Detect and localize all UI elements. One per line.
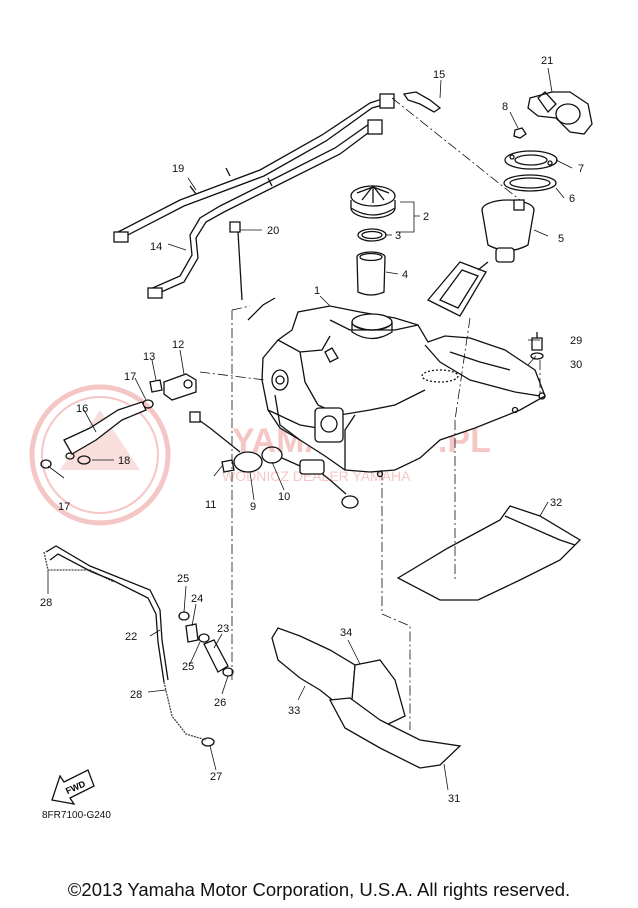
callout-12: 12: [172, 339, 184, 351]
callout-23: 23: [217, 623, 229, 635]
drain-hose-22: [45, 545, 169, 683]
callout-33: 33: [288, 705, 300, 717]
filler-cup: [356, 251, 386, 296]
callout-25-upper: 25: [177, 573, 189, 585]
band-20: [229, 221, 243, 301]
callout-25-lower: 25: [182, 661, 194, 673]
callout-6: 6: [569, 193, 575, 205]
fwd-arrow: FWD: [51, 769, 95, 805]
callout-19: 19: [172, 163, 184, 175]
drain-hose-28-upper: [43, 551, 115, 583]
protector-31: [328, 697, 462, 769]
callout-11: 11: [205, 499, 216, 511]
hose-16: [63, 401, 147, 455]
washer-30: [530, 352, 544, 360]
drain-hose-28-lower: [163, 681, 207, 741]
callout-26: 26: [214, 697, 226, 709]
callout-4: 4: [402, 269, 408, 281]
gasket-10: [261, 446, 359, 509]
callout-24: 24: [191, 593, 203, 605]
callout-9: 9: [250, 501, 256, 513]
callout-31: 31: [448, 793, 460, 805]
fuel-tank: [247, 297, 546, 478]
callout-22: 22: [125, 631, 137, 643]
tank-cap: [350, 184, 396, 219]
leader-lines: [47, 67, 573, 791]
clamp-15: [402, 91, 442, 113]
clamp-25-lower: [198, 633, 210, 643]
callout-15: 15: [433, 69, 445, 81]
screw-13: [149, 379, 163, 393]
callout-1: 1: [314, 285, 320, 297]
clamp-18: [65, 452, 91, 465]
protector-33: [271, 627, 356, 707]
callout-29: 29: [570, 335, 582, 347]
callout-27: 27: [210, 771, 222, 783]
fuel-pump: [426, 199, 535, 317]
screw-11: [221, 459, 235, 473]
hoses-14-19: [113, 93, 395, 299]
hose-23: [203, 639, 229, 673]
joint-24: [185, 623, 199, 643]
callout-18: 18: [118, 455, 130, 467]
bolt-29: [531, 332, 543, 351]
callout-16: 16: [76, 403, 88, 415]
clamp-25-upper: [178, 611, 190, 621]
callout-28-upper: 28: [40, 597, 52, 609]
clamp-27: [201, 737, 215, 747]
callout-8: 8: [502, 101, 508, 113]
pump-gasket: [503, 174, 557, 192]
callout-28-lower: 28: [130, 689, 142, 701]
callout-3: 3: [395, 230, 401, 242]
protector-32: [396, 505, 582, 601]
callout-7: 7: [578, 163, 584, 175]
filler-neck: [351, 313, 393, 340]
callout-5: 5: [558, 233, 564, 245]
pump-holder: [527, 91, 593, 135]
fuel-cock-12: [163, 373, 197, 401]
cap-gasket: [357, 228, 387, 242]
clamp-17-lower: [40, 459, 52, 469]
callouts: 1 2 3 4 5 6 7 8 9 10 11 12 13 14 15 16 1…: [40, 55, 584, 805]
pump-plate: [504, 150, 558, 170]
callout-13: 13: [143, 351, 155, 363]
callout-17-upper: 17: [124, 371, 136, 383]
sender-9: [189, 411, 263, 473]
copyright-notice: ©2013 Yamaha Motor Corporation, U.S.A. A…: [67, 879, 571, 900]
callout-34: 34: [340, 627, 352, 639]
clamp-26: [222, 667, 234, 677]
callout-32: 32: [550, 497, 562, 509]
callout-2: 2: [423, 211, 429, 223]
callout-17-lower: 17: [58, 501, 70, 513]
diagram-code: 8FR7100-G240: [42, 810, 111, 821]
callout-14: 14: [150, 241, 162, 253]
reference-lines: [199, 97, 541, 730]
callout-21: 21: [541, 55, 553, 67]
callout-30: 30: [570, 359, 582, 371]
callout-10: 10: [278, 491, 290, 503]
callout-20: 20: [267, 225, 279, 237]
bolt-8: [513, 127, 527, 139]
